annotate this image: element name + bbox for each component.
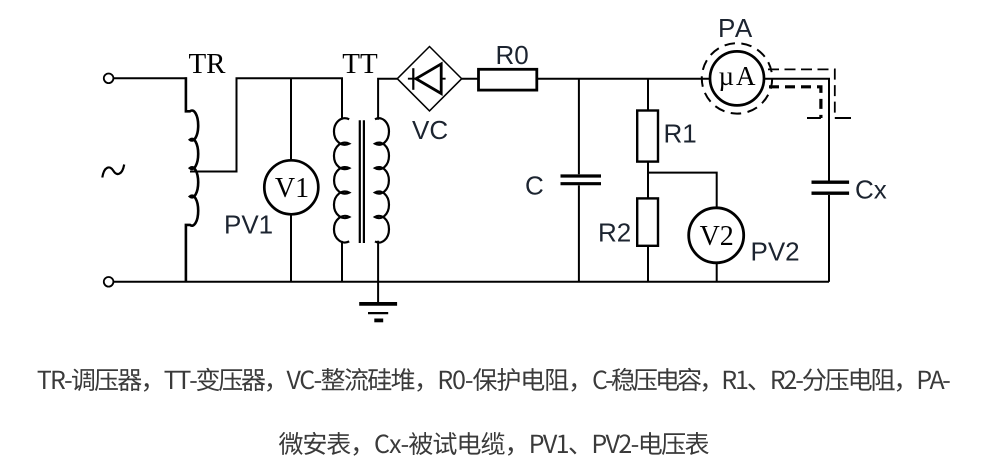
svg-text:Cx: Cx <box>855 174 887 204</box>
svg-text:PV2: PV2 <box>751 236 800 266</box>
svg-text:VC: VC <box>412 115 448 145</box>
svg-text:PA: PA <box>718 13 754 43</box>
svg-text:R0: R0 <box>496 40 529 70</box>
svg-text:V2: V2 <box>700 221 734 252</box>
svg-text:R1: R1 <box>664 119 697 149</box>
svg-text:TT: TT <box>342 48 378 80</box>
svg-text:PV1: PV1 <box>224 209 273 239</box>
svg-text:C: C <box>525 170 544 200</box>
svg-text:R2: R2 <box>598 218 631 248</box>
svg-text:µA: µA <box>718 61 757 91</box>
svg-text:TR: TR <box>188 48 226 80</box>
svg-text:V1: V1 <box>275 173 309 204</box>
